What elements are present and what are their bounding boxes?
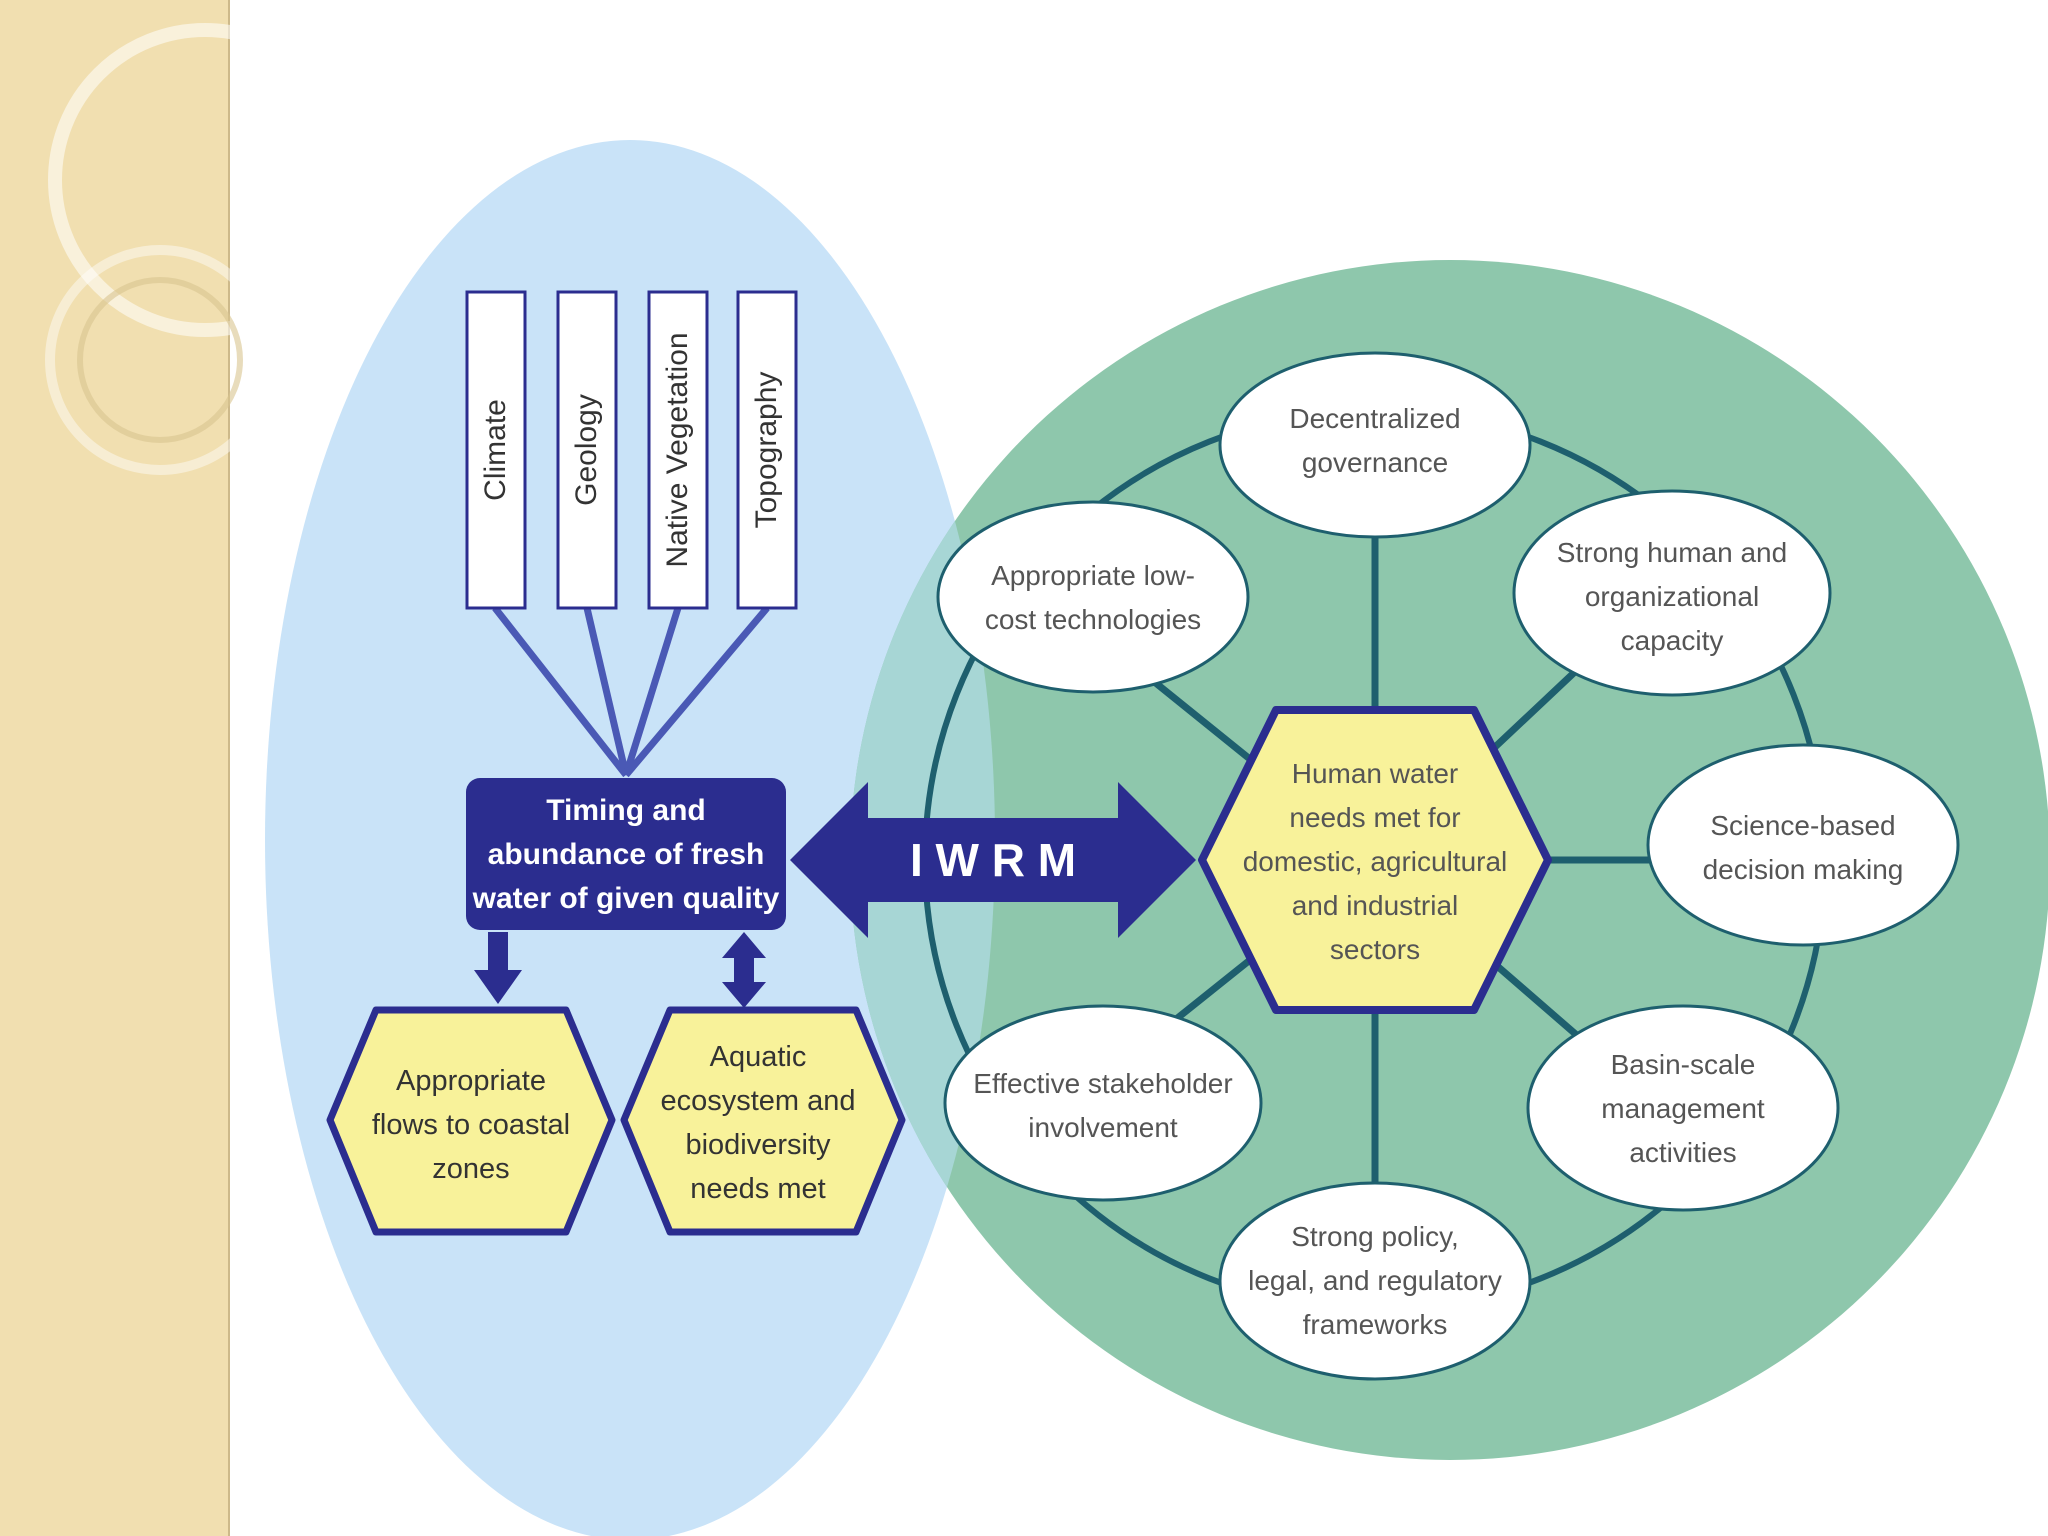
oval-appropriate-technologies-line-2: cost technologies (985, 604, 1201, 635)
factor-topography: Topography (736, 290, 798, 610)
timing-box-line-1: Timing and (546, 794, 705, 827)
timing-box: Timing and abundance of fresh water of g… (466, 778, 786, 930)
center-hexagon-line-2: needs met for (1289, 802, 1460, 833)
iwrm-arrow: I W R M (790, 782, 1196, 938)
oval-basin-scale-management-line-1: Basin-scale (1611, 1049, 1756, 1080)
factor-climate: Climate (465, 290, 527, 610)
aquatic-ecosystem-line-4: needs met (690, 1173, 825, 1205)
factor-native-vegetation: Native Vegetation (647, 290, 709, 610)
oval-basin-scale-management-line-2: management (1601, 1093, 1765, 1124)
oval-effective-stakeholder: Effective stakeholder involvement (943, 1004, 1263, 1202)
ecosystem-double-arrow (722, 932, 766, 1008)
factor-connectors (492, 605, 770, 778)
outcome-hexagon-coastal-flows: Appropriate flows to coastal zones (326, 1006, 616, 1236)
timing-box-line-2: abundance of fresh (488, 838, 765, 871)
oval-strong-policy-frameworks-line-2: legal, and regulatory (1248, 1265, 1502, 1296)
decorative-rings (45, 23, 362, 475)
factor-geology-label: Geology (570, 394, 603, 506)
oval-appropriate-technologies-line-1: Appropriate low- (991, 560, 1195, 591)
oval-effective-stakeholder-line-1: Effective stakeholder (973, 1068, 1232, 1099)
oval-science-based-decision-line-1: Science-based (1710, 810, 1895, 841)
aquatic-ecosystem-line-3: biodiversity (685, 1129, 831, 1161)
factor-native-vegetation-label: Native Vegetation (661, 332, 694, 567)
aquatic-ecosystem-line-1: Aquatic (710, 1041, 807, 1073)
flow-down-arrow (474, 932, 522, 1004)
oval-decentralized-governance-line-2: governance (1302, 447, 1448, 478)
center-hexagon-line-4: and industrial (1292, 890, 1459, 921)
oval-strong-human-capacity-line-3: capacity (1621, 625, 1724, 656)
oval-basin-scale-management-line-3: activities (1629, 1137, 1736, 1168)
oval-appropriate-technologies: Appropriate low- cost technologies (936, 500, 1250, 694)
outcome-hexagon-aquatic-ecosystem: Aquatic ecosystem and biodiversity needs… (620, 1006, 906, 1236)
timing-box-line-3: water of given quality (472, 882, 780, 915)
decorative-sidebar (0, 0, 230, 1536)
oval-strong-policy-frameworks-line-3: frameworks (1303, 1309, 1448, 1340)
center-hexagon-line-5: sectors (1330, 934, 1420, 965)
coastal-flows-line-3: zones (432, 1153, 509, 1185)
factor-topography-label: Topography (750, 372, 783, 529)
oval-strong-policy-frameworks-line-1: Strong policy, (1291, 1221, 1459, 1252)
factor-climate-label: Climate (479, 399, 512, 501)
oval-science-based-decision: Science-based decision making (1646, 743, 1960, 947)
oval-decentralized-governance-line-1: Decentralized (1289, 403, 1460, 434)
oval-strong-human-capacity-line-2: organizational (1585, 581, 1759, 612)
center-hexagon-line-1: Human water (1292, 758, 1459, 789)
oval-science-based-decision-line-2: decision making (1703, 854, 1904, 885)
oval-effective-stakeholder-line-2: involvement (1028, 1112, 1178, 1143)
iwrm-label: I W R M (910, 834, 1076, 886)
oval-strong-policy-frameworks: Strong policy, legal, and regulatory fra… (1218, 1181, 1532, 1381)
center-hexagon-line-3: domestic, agricultural (1243, 846, 1508, 877)
coastal-flows-line-2: flows to coastal (372, 1109, 570, 1141)
oval-strong-human-capacity-line-1: Strong human and (1557, 537, 1787, 568)
factor-geology: Geology (556, 290, 618, 610)
aquatic-ecosystem-line-2: ecosystem and (660, 1085, 855, 1117)
center-hexagon-human-water-needs: Human water needs met for domestic, agri… (1198, 706, 1552, 1014)
oval-decentralized-governance: Decentralized governance (1218, 351, 1532, 539)
factor-boxes: Climate Geology Native Vegetation Topogr… (465, 290, 798, 610)
oval-strong-human-capacity: Strong human and organizational capacity (1512, 489, 1832, 697)
oval-basin-scale-management: Basin-scale management activities (1526, 1004, 1840, 1212)
coastal-flows-line-1: Appropriate (396, 1065, 546, 1097)
